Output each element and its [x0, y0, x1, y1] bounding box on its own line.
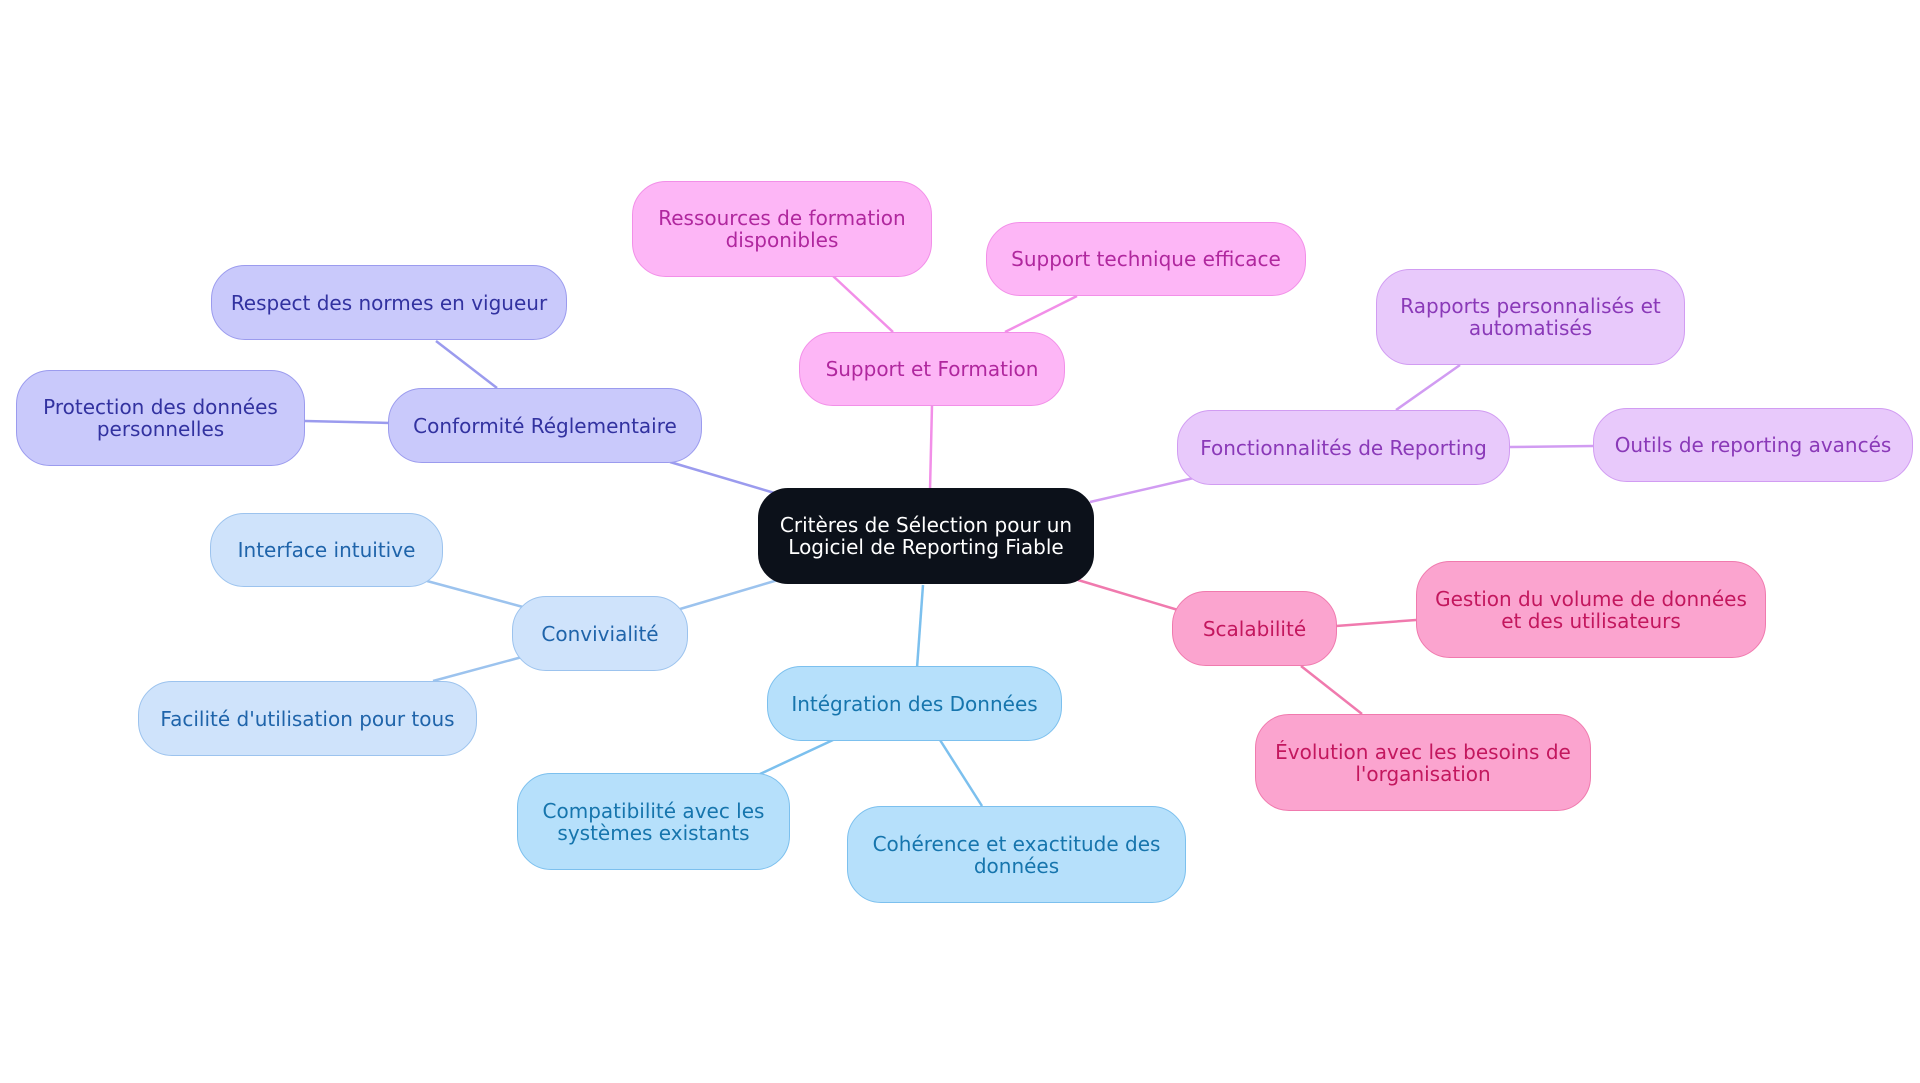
- edge-scalabilite-evolution: [1300, 665, 1363, 715]
- leaf-outils-reporting: Outils de reporting avancés: [1593, 408, 1913, 482]
- branch-conformite-reglementaire: Conformité Réglementaire: [388, 388, 702, 463]
- edge-integration-coherence: [938, 739, 984, 807]
- leaf-label: Facilité d'utilisation pour tous: [160, 706, 455, 731]
- leaf-interface-intuitive: Interface intuitive: [210, 513, 443, 587]
- leaf-facilite-utilisation: Facilité d'utilisation pour tous: [138, 681, 477, 756]
- branch-label: Scalabilité: [1202, 616, 1307, 641]
- edge-root-convivialite: [679, 578, 779, 611]
- branch-label: Fonctionnalités de Reporting: [1200, 435, 1487, 460]
- leaf-label: Support technique efficace: [1011, 247, 1281, 271]
- edge-support-technique: [1004, 294, 1078, 334]
- leaf-evolution-besoins: Évolution avec les besoins de l'organisa…: [1255, 714, 1591, 811]
- edge-root-reporting: [1089, 475, 1199, 504]
- edge-root-integration: [915, 584, 925, 669]
- leaf-rapports-personnalises: Rapports personnalisés et automatisés: [1376, 269, 1685, 365]
- leaf-compatibilite-systemes: Compatibilité avec les systèmes existant…: [517, 773, 790, 870]
- edge-root-scalabilite: [1077, 578, 1179, 612]
- edge-convivialite-interface: [426, 579, 524, 609]
- leaf-label: Interface intuitive: [237, 538, 416, 562]
- leaf-coherence-exactitude: Cohérence et exactitude des données: [847, 806, 1186, 903]
- edge-conformite-protection: [304, 419, 391, 425]
- leaf-label: Compatibilité avec les systèmes existant…: [542, 798, 765, 845]
- edge-reporting-rapports: [1395, 363, 1461, 412]
- leaf-protection-donnees: Protection des données personnelles: [16, 370, 305, 466]
- leaf-label: Ressources de formation disponibles: [658, 206, 906, 252]
- branch-label: Support et Formation: [825, 357, 1039, 381]
- leaf-label: Rapports personnalisés et automatisés: [1400, 294, 1661, 340]
- branch-support-formation: Support et Formation: [799, 332, 1065, 406]
- root-node: Critères de Sélection pour un Logiciel d…: [758, 488, 1094, 584]
- leaf-respect-normes: Respect des normes en vigueur: [211, 265, 567, 340]
- branch-fonctionnalites-reporting: Fonctionnalités de Reporting: [1177, 410, 1510, 485]
- edge-root-support: [928, 404, 934, 491]
- leaf-label: Gestion du volume de données et des util…: [1435, 586, 1747, 633]
- root-label: Critères de Sélection pour un Logiciel d…: [779, 513, 1073, 559]
- edge-root-conformite: [669, 460, 779, 496]
- branch-label: Conformité Réglementaire: [413, 413, 677, 438]
- leaf-support-technique: Support technique efficace: [986, 222, 1306, 296]
- edge-scalabilite-volume: [1335, 618, 1417, 628]
- branch-label: Convivialité: [541, 621, 659, 646]
- branch-label: Intégration des Données: [791, 691, 1038, 716]
- edge-convivialite-facilite: [432, 655, 523, 683]
- leaf-label: Protection des données personnelles: [43, 395, 278, 441]
- edge-reporting-outils: [1509, 444, 1594, 449]
- leaf-ressources-formation: Ressources de formation disponibles: [632, 181, 932, 277]
- branch-convivialite: Convivialité: [512, 596, 688, 671]
- branch-integration-donnees: Intégration des Données: [767, 666, 1062, 741]
- leaf-label: Évolution avec les besoins de l'organisa…: [1275, 739, 1571, 786]
- edge-support-ressources: [832, 275, 894, 333]
- branch-scalabilite: Scalabilité: [1172, 591, 1337, 666]
- edge-integration-compat: [759, 738, 834, 776]
- leaf-label: Outils de reporting avancés: [1614, 433, 1892, 457]
- leaf-gestion-volume: Gestion du volume de données et des util…: [1416, 561, 1766, 658]
- leaf-label: Cohérence et exactitude des données: [872, 831, 1161, 878]
- edge-conformite-normes: [435, 340, 498, 389]
- leaf-label: Respect des normes en vigueur: [230, 290, 548, 315]
